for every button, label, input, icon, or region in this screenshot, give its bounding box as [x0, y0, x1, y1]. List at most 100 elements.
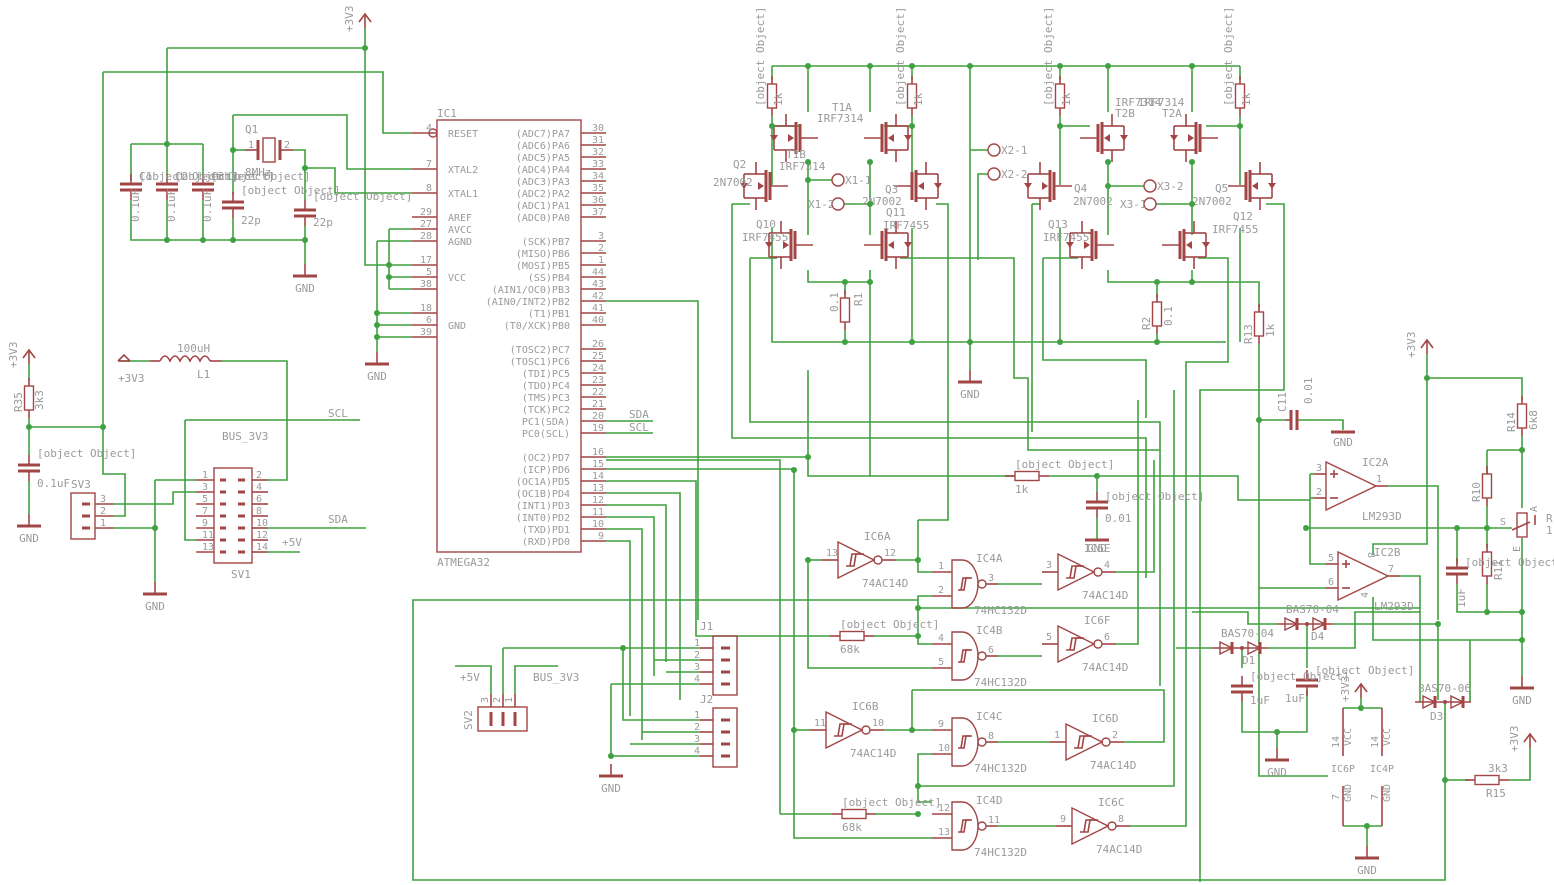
- q4-ref: Q4: [1074, 182, 1088, 195]
- gate-ref: IC6D: [1092, 712, 1119, 725]
- supply-label: +3V3: [1508, 726, 1521, 753]
- wire: [1116, 400, 1139, 645]
- fet-arrow-icon: [783, 241, 789, 249]
- gate-ref: IC6F: [1084, 614, 1111, 627]
- opamp-value: LM293D: [1362, 510, 1402, 523]
- pin-name: AVCC: [448, 225, 472, 236]
- fet-arrow-icon: [888, 134, 894, 142]
- wire: [918, 203, 949, 521]
- q5-value: 2N7002: [1192, 195, 1232, 208]
- pin-number: 1: [248, 140, 254, 151]
- pin-number: 3: [202, 482, 208, 493]
- cap-ref: [object Object]: [37, 447, 136, 460]
- resistor-body: [1481, 473, 1493, 499]
- r15-value: 3k3: [1488, 762, 1508, 775]
- junction-dot: [791, 467, 797, 473]
- q10-ref: Q10: [756, 218, 776, 231]
- resistor-body: [841, 808, 867, 820]
- schmitt-inverter-gate: [837, 540, 876, 580]
- pin-number: 28: [420, 231, 432, 242]
- hysteresis-icon: [1066, 565, 1084, 579]
- junction-dot: [769, 123, 775, 129]
- hysteresis-icon: [960, 577, 970, 591]
- wire: [1298, 419, 1344, 430]
- junction-dot: [1274, 729, 1280, 735]
- hysteresis-icon: [958, 735, 972, 749]
- c1-ref: C1: [139, 170, 152, 183]
- supply-arrow-icon: [117, 353, 131, 362]
- fet-arrow-icon: [758, 182, 764, 190]
- pin-number: 10: [592, 519, 604, 530]
- body-diode-icon: [1120, 135, 1128, 141]
- pin-number: 2: [598, 243, 604, 254]
- terminal-label: X3-2: [1157, 180, 1184, 193]
- pin-number: 2: [938, 585, 944, 596]
- wire: [606, 492, 681, 700]
- pin-name: (TOSC2)PC7: [510, 345, 570, 356]
- junction-dot: [620, 645, 626, 651]
- wire: [917, 595, 932, 645]
- ic1-value: ATMEGA32: [437, 556, 490, 569]
- junction-dot: [164, 237, 170, 243]
- pin-number: 21: [592, 399, 604, 410]
- pin-number: 16: [592, 447, 604, 458]
- l1-ref: L1: [197, 368, 210, 381]
- hysteresis-icon: [1069, 565, 1082, 579]
- r1-value: 0.1: [828, 292, 841, 312]
- pin-number: 41: [592, 303, 604, 314]
- j1-connector-body: [712, 635, 738, 696]
- pin-name: (AIN0/INT2)PB2: [486, 297, 570, 308]
- junction-dot: [842, 339, 848, 345]
- pin-number: 2: [256, 470, 262, 481]
- junction-dot: [164, 141, 170, 147]
- pin-name: (T1)PB1: [528, 309, 570, 320]
- pin-name: (ADC5)PA5: [516, 153, 570, 164]
- supply-label: +3V3: [343, 6, 356, 33]
- r14-value: 6k8: [1527, 410, 1540, 430]
- pin-number: 14: [1331, 736, 1342, 748]
- hysteresis-icon: [837, 723, 850, 737]
- wire: [1049, 475, 1310, 501]
- q10-value: IRF7455: [742, 231, 788, 244]
- diode-common: [1305, 622, 1309, 626]
- hysteresis-icon: [834, 723, 852, 737]
- gate-value: 74HC132D: [974, 604, 1027, 617]
- pin-name: (TCK)PC2: [522, 405, 570, 416]
- pin-number: 9: [598, 531, 604, 542]
- cap-value: 22p: [241, 214, 261, 227]
- cap-value: 0.1uF: [129, 189, 142, 222]
- pin-number: 6: [1104, 632, 1110, 643]
- pin-number: 4: [1360, 592, 1371, 598]
- l1-supply-label: +3V3: [118, 372, 145, 385]
- hysteresis-icon: [1069, 637, 1082, 651]
- wire: [807, 270, 871, 283]
- pin-number: 31: [592, 135, 604, 146]
- pot-ref: R: [1546, 512, 1553, 525]
- power-unit-ref: IC6P: [1331, 764, 1355, 775]
- junction-dot: [1105, 183, 1111, 189]
- pin-name: (TXD)PD1: [522, 525, 570, 536]
- opamp-ref: IC2B: [1374, 546, 1401, 559]
- scl-net-label: SCL: [629, 421, 649, 434]
- r14-ref: R14: [1505, 412, 1518, 432]
- junction-dot: [1484, 525, 1490, 531]
- q5-ref: Q5: [1215, 182, 1228, 195]
- schmitt-inverter-gate: [1071, 806, 1110, 846]
- r13-ref: R13: [1242, 324, 1255, 344]
- pin-number: 27: [420, 219, 432, 230]
- gnd-label: GND: [1357, 864, 1377, 877]
- gnd-label: GND: [960, 388, 980, 401]
- pin-name: PC0(SCL): [522, 429, 570, 440]
- hysteresis-icon: [1077, 735, 1090, 749]
- schmitt-inverter-gate: [1065, 722, 1104, 762]
- wire: [606, 504, 667, 662]
- pin-label: S: [1500, 517, 1506, 528]
- resistor-body: [1474, 774, 1500, 786]
- gnd-label: GND: [1267, 766, 1287, 779]
- pin-number: 2: [694, 650, 700, 661]
- pin-number: 4: [938, 633, 944, 644]
- wire: [1199, 203, 1285, 882]
- wire: [1192, 611, 1277, 625]
- junction-dot: [374, 310, 380, 316]
